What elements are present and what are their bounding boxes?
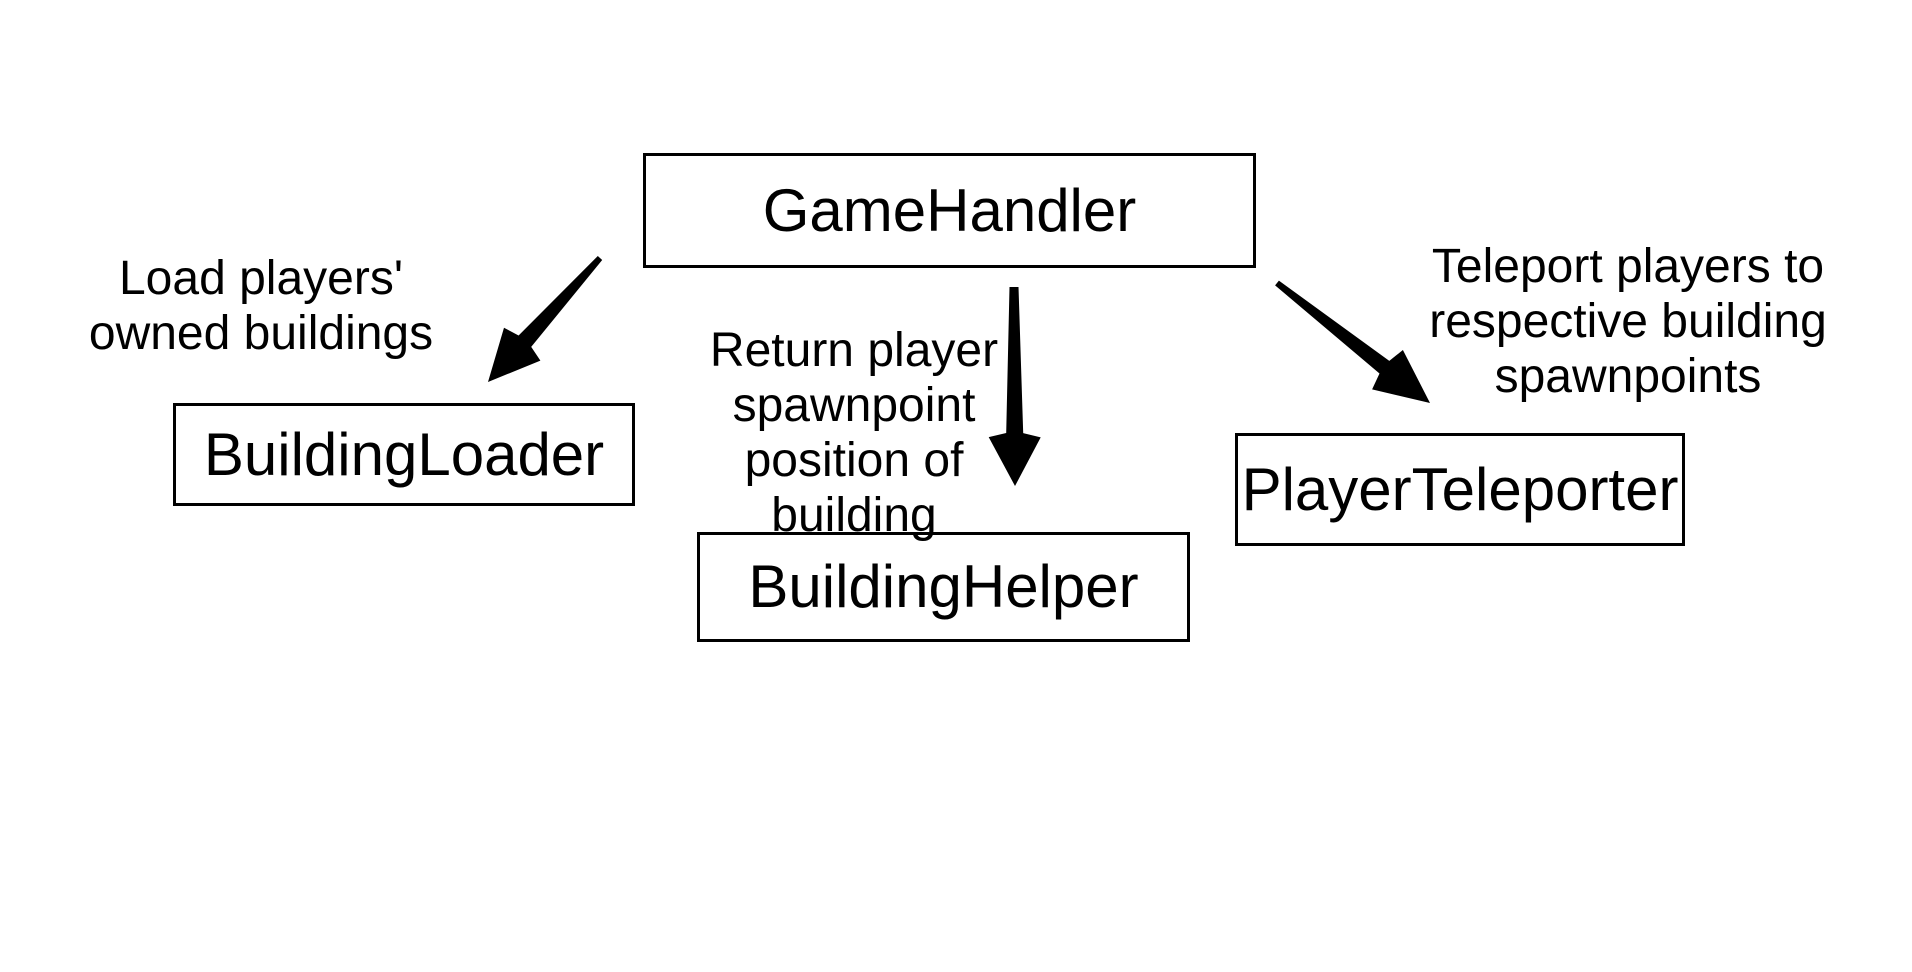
node-playerteleporter: PlayerTeleporter [1235, 433, 1685, 546]
node-gamehandler-label: GameHandler [762, 176, 1137, 244]
edge-label-load-buildings: Load players' owned buildings [88, 252, 434, 360]
node-gamehandler: GameHandler [643, 153, 1256, 268]
node-buildingloader: BuildingLoader [173, 403, 635, 506]
arrow-gamehandler-to-buildingloader-icon [488, 256, 603, 382]
edge-label-teleport-players: Teleport players to respective building … [1429, 240, 1827, 403]
node-buildinghelper: BuildingHelper [697, 532, 1190, 642]
node-buildingloader-label: BuildingLoader [203, 420, 605, 488]
edge-label-return-spawnpoint: Return player spawnpoint position of bui… [709, 324, 999, 542]
node-buildinghelper-label: BuildingHelper [748, 553, 1139, 620]
node-playerteleporter-label: PlayerTeleporter [1241, 455, 1679, 523]
